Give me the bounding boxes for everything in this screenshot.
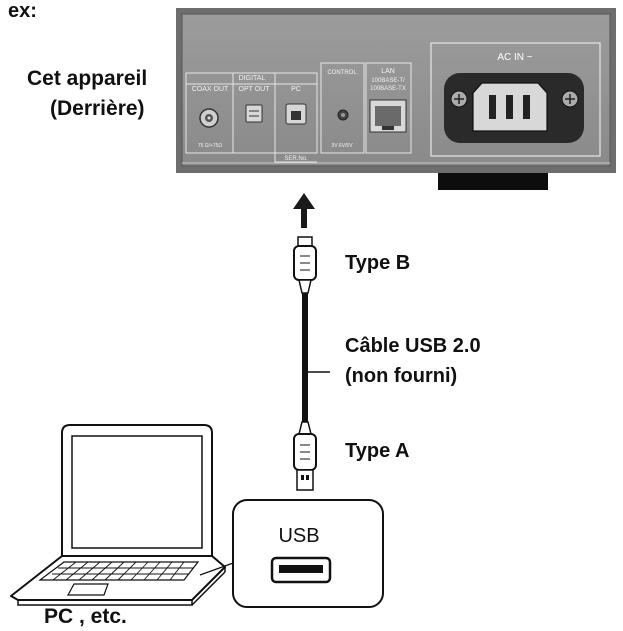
cable-cord [302,293,308,422]
lan-port [369,99,407,133]
cable-name-line1: Câble USB 2.0 [345,335,481,357]
arrow-up-icon [293,193,315,228]
ser-no-bracket [274,153,317,163]
device-name-line1: Cet appareil [27,67,148,90]
laptop-icon [10,424,237,606]
ac-inlet [430,42,601,157]
lan-label: LAN [381,68,395,75]
lan-spec-line2: 100BASE-TX [370,86,406,92]
control-section [320,62,365,154]
lan-section [365,62,412,154]
usb-b-port [285,103,307,125]
coax-out-label: COAX OUT [192,86,229,93]
coax-note: 75 Ω/+75Ω [198,143,223,149]
ser-no-label: SER.No. [284,156,308,162]
digital-label: DIGITAL [239,75,266,82]
optical-port [245,104,263,123]
type-a-label: Type A [345,440,410,462]
cable-name-line2: (non fourni) [345,365,458,387]
computer-label: PC , etc. [44,605,127,628]
ac-in-label: AC IN ~ [497,52,532,63]
usb-port-label: USB [278,525,319,547]
example-label: ex: [8,0,37,22]
device-name-line2: (Derrière) [50,97,145,120]
type-b-plug-tip [297,236,313,247]
laptop-screen [71,435,203,549]
control-note: 3V 6V/5V [331,143,353,149]
laptop-keyboard [38,561,200,581]
device-foot [438,173,548,190]
usb-cable [293,236,330,491]
type-b-label: Type B [345,252,411,274]
control-label: CONTROL [327,70,357,76]
laptop-touchpad [66,583,109,596]
type-a-plug-tip [296,469,314,491]
digital-section [185,72,318,154]
pc-label: PC [291,86,301,93]
opt-out-label: OPT OUT [239,86,271,93]
device-rear-panel: DIGITAL COAX OUT OPT OUT PC CONTROL LAN … [176,8,616,190]
lan-spec-line1: 100BASE-T/ [371,78,405,84]
usb-port-callout: USB [232,499,384,608]
